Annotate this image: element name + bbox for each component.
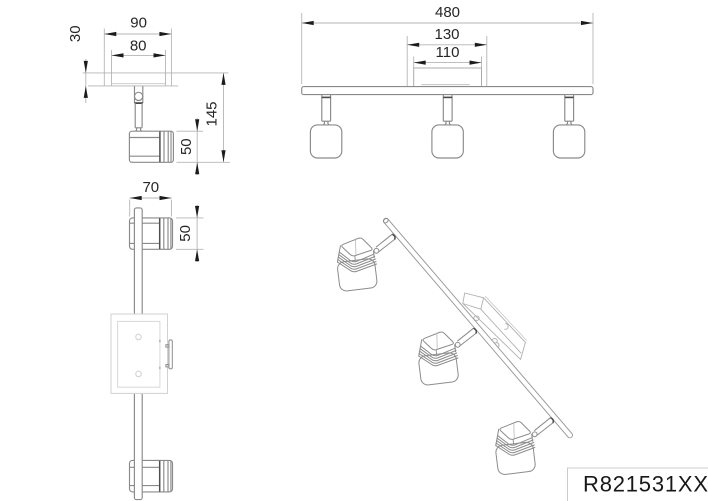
svg-text:30: 30	[67, 25, 84, 42]
svg-text:145: 145	[203, 101, 220, 126]
svg-text:80: 80	[130, 38, 147, 55]
svg-text:70: 70	[142, 179, 159, 196]
svg-text:50: 50	[177, 225, 194, 242]
svg-text:90: 90	[130, 14, 147, 31]
svg-text:50: 50	[178, 138, 195, 155]
svg-text:130: 130	[434, 26, 459, 43]
svg-text:480: 480	[435, 4, 460, 21]
svg-text:110: 110	[436, 44, 460, 61]
svg-text:R821531XX: R821531XX	[583, 472, 708, 497]
